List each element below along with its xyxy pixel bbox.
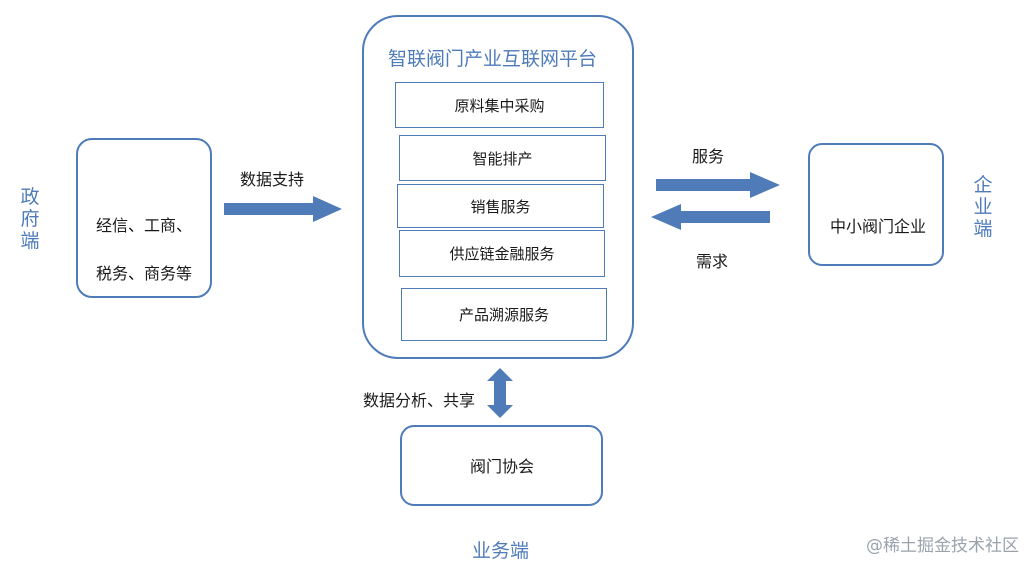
government-box-line1: 经信、工商、 — [96, 216, 193, 235]
service-label: 服务 — [692, 147, 725, 166]
module-smart-scheduling: 智能排产 — [399, 135, 606, 181]
enterprise-box-label: 中小阀门企业 — [830, 217, 927, 236]
government-box-line2: 税务、商务等 — [96, 264, 193, 283]
association-box: 阀门协会 — [400, 425, 603, 506]
module-supply-chain-finance: 供应链金融服务 — [399, 230, 605, 277]
module-product-traceability: 产品溯源服务 — [401, 288, 607, 341]
service-arrow — [656, 172, 780, 198]
data-share-arrow — [487, 368, 513, 418]
business-side-label: 业务端 — [472, 540, 530, 562]
government-box: 经信、工商、 税务、商务等 — [76, 138, 212, 298]
platform-title: 智联阀门产业互联网平台 — [388, 48, 598, 70]
demand-label: 需求 — [696, 252, 729, 271]
module-sales-service: 销售服务 — [397, 184, 604, 228]
data-share-label: 数据分析、共享 — [363, 391, 476, 410]
enterprise-box: 中小阀门企业 — [808, 143, 944, 266]
module-raw-material-purchasing: 原料集中采购 — [395, 82, 604, 128]
data-support-label: 数据支持 — [240, 170, 305, 189]
association-box-label: 阀门协会 — [470, 457, 535, 476]
watermark: @稀土掘金技术社区 — [866, 536, 1019, 556]
government-side-label: 政府端 — [20, 186, 40, 252]
demand-arrow — [651, 204, 770, 230]
data-support-arrow — [224, 196, 342, 222]
enterprise-side-label: 企业端 — [973, 174, 993, 240]
